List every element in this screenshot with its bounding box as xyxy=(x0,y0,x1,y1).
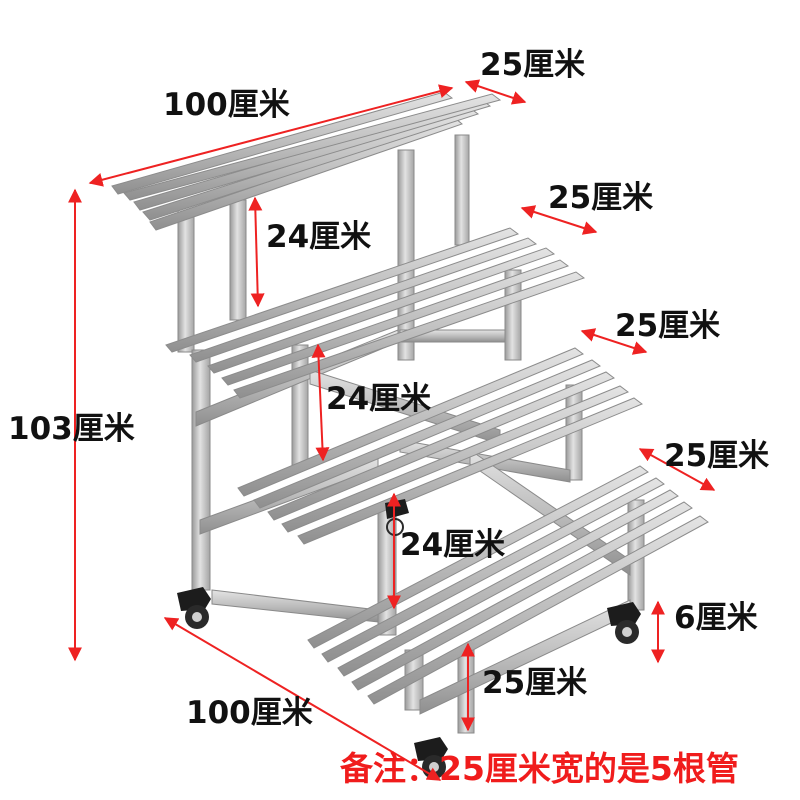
label-gap-1: 24厘米 xyxy=(266,219,372,255)
label-top-length: 100厘米 xyxy=(163,87,290,123)
label-caster-height: 6厘米 xyxy=(674,600,758,636)
dim-top-length xyxy=(88,84,454,187)
dim-tier2-depth xyxy=(520,205,598,235)
dim-gap-2 xyxy=(311,343,330,462)
dim-top-depth xyxy=(464,79,527,105)
note-five-tubes: 备注：25厘米宽的是5根管 xyxy=(340,749,739,788)
dimension-lines xyxy=(68,79,716,781)
dim-tier3-depth xyxy=(580,328,648,355)
label-bottom-clearance: 25厘米 xyxy=(482,665,588,701)
label-total-height: 103厘米 xyxy=(8,411,135,447)
label-tier2-depth: 25厘米 xyxy=(548,180,654,216)
dim-base-length xyxy=(163,617,442,781)
dim-tier4-depth xyxy=(638,448,716,491)
shelf-tier-3 xyxy=(237,347,644,545)
label-top-depth: 25厘米 xyxy=(480,47,586,83)
label-base-length: 100厘米 xyxy=(186,695,313,731)
label-gap-3: 24厘米 xyxy=(400,527,506,563)
label-tier3-depth: 25厘米 xyxy=(615,308,721,344)
label-gap-2: 24厘米 xyxy=(326,381,432,417)
dim-gap-1 xyxy=(248,196,265,308)
label-tier4-depth: 25厘米 xyxy=(664,438,770,474)
